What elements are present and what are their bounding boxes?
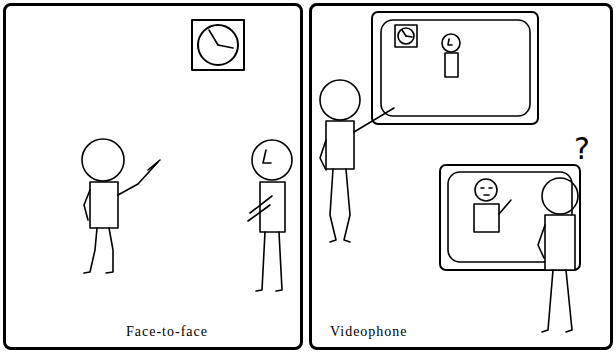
comic-panel: Face-to-face	[3, 3, 303, 350]
comic-panel: Videophone	[309, 3, 613, 350]
panel-caption: Videophone	[330, 324, 408, 340]
panel-caption: Face-to-face	[126, 324, 208, 340]
question-mark: ?	[574, 134, 590, 164]
